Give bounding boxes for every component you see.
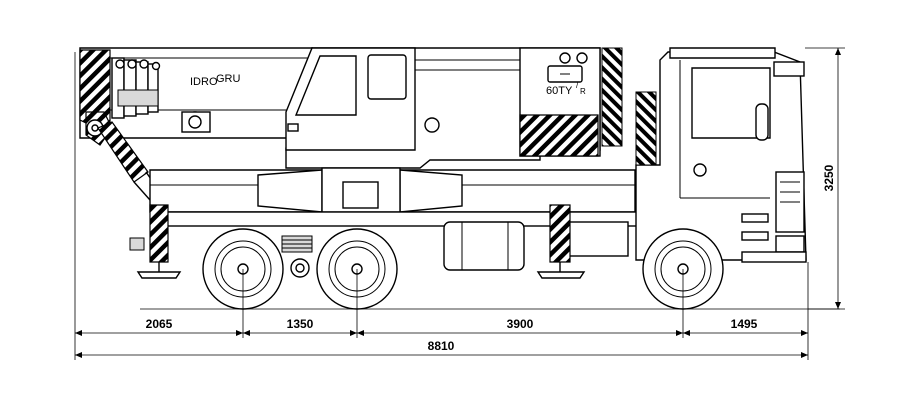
luffing-cylinder [97,121,161,201]
model-main: 60TY [546,85,573,97]
dimension-1495: 1495 [731,317,758,331]
chassis [149,167,641,271]
dimension-3900: 3900 [507,317,534,331]
dimension-lines [74,47,845,360]
dimension-2065: 2065 [146,317,173,331]
dimension-1350: 1350 [287,317,314,331]
boom: IDRO GRU [79,47,313,139]
superstructure: 60TY / R [285,47,623,169]
dimension-height: 3250 [822,164,836,191]
dimension-total: 8810 [428,339,455,353]
brand-right: GRU [216,73,241,85]
truck-cab [635,47,807,263]
model-separator: / [576,81,579,90]
suspension [281,235,313,278]
front-outrigger [536,204,586,279]
model-suffix: R [580,87,586,96]
rear-outrigger [129,204,182,279]
brand-left: IDRO [190,76,218,88]
